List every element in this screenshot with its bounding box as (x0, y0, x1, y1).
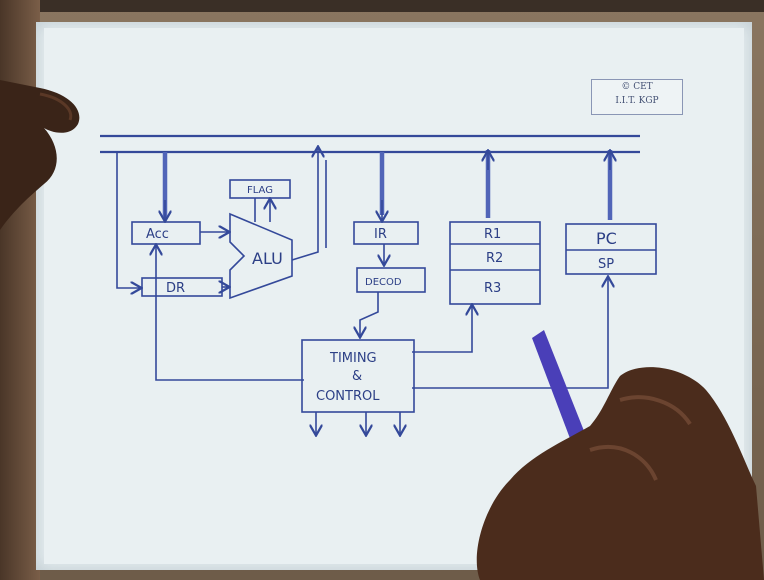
r3-label: R3 (484, 281, 501, 296)
control-line-2: & (352, 369, 362, 384)
decoder-to-control-wire (360, 292, 378, 336)
acc-label: Acc (146, 227, 169, 242)
right-hand-with-pen (470, 330, 764, 580)
control-to-registers-wire (412, 306, 472, 352)
r2-label: R2 (486, 251, 503, 266)
ir-label: IR (374, 227, 387, 242)
alu-label: ALU (252, 249, 283, 268)
pc-label: PC (596, 229, 617, 248)
bus-to-dr-wire (117, 152, 140, 288)
alu-output-to-bus (292, 148, 318, 260)
flag-label: FLAG (247, 185, 273, 196)
sp-label: SP (598, 257, 614, 272)
left-hand (0, 80, 84, 230)
control-line-1: TIMING (329, 351, 377, 366)
decoder-label: DECOD (365, 277, 402, 288)
dr-label: DR (166, 281, 185, 296)
control-line-3: CONTROL (316, 389, 380, 404)
r1-label: R1 (484, 227, 501, 242)
